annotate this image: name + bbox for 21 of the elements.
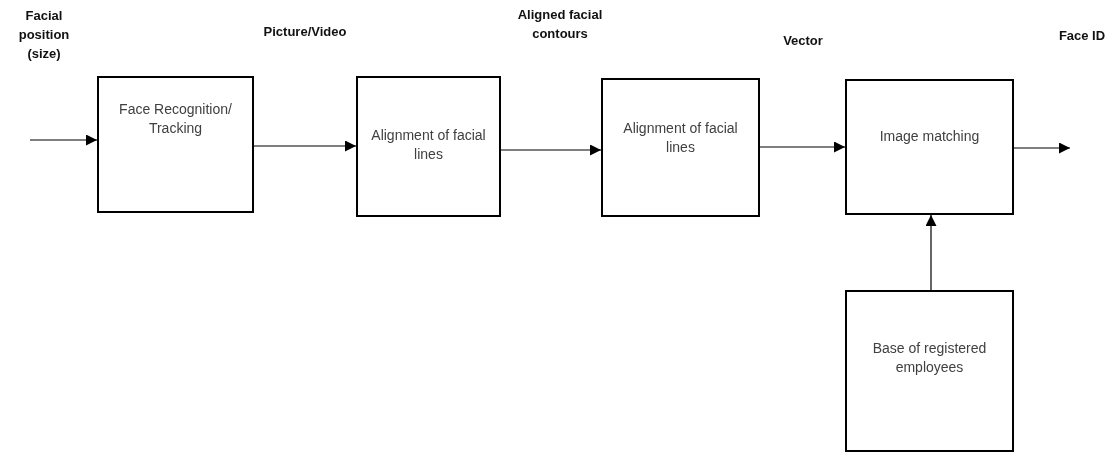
- box-label: Alignment of facial lines: [622, 119, 739, 157]
- signal-label: Face ID: [1057, 27, 1107, 45]
- arrow: [29, 134, 98, 146]
- signal-label: Facial position (size): [17, 7, 71, 63]
- box-label: Alignment of facial lines: [370, 126, 487, 164]
- signal-label: Aligned facial contours: [516, 6, 604, 43]
- arrow: [253, 140, 357, 152]
- arrow: [759, 141, 846, 153]
- process-box: [845, 290, 1014, 452]
- signal-label: Vector: [782, 32, 824, 50]
- arrow: [1013, 142, 1071, 154]
- process-box: [97, 76, 254, 213]
- process-box: [356, 76, 501, 217]
- process-box: [601, 78, 760, 217]
- box-label: Base of registered employees: [871, 339, 988, 377]
- process-box: [845, 79, 1014, 215]
- box-label: Image matching: [878, 127, 981, 146]
- box-label: Face Recognition/ Tracking: [118, 100, 233, 138]
- arrow: [500, 144, 602, 156]
- arrow: [925, 214, 937, 291]
- signal-label: Picture/Video: [262, 23, 348, 41]
